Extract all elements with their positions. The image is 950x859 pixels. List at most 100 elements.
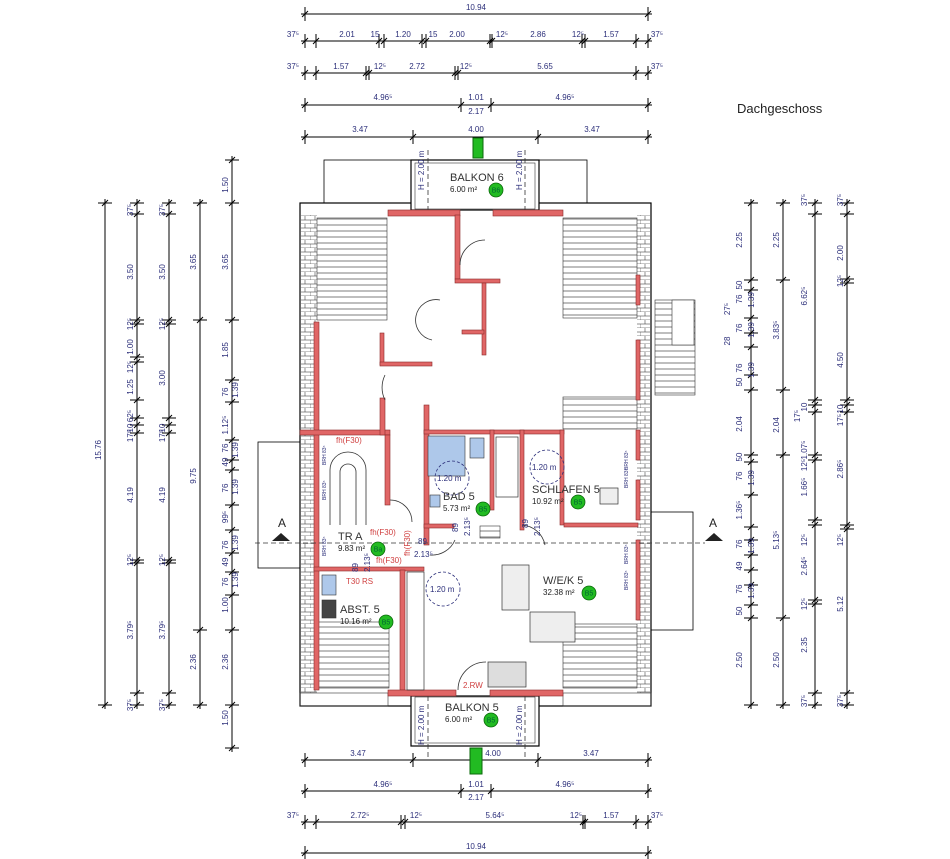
sill-height-labels: BRH 83⁵ BRH 83⁵ BRH 83⁵ BRH 83⁵ BRH 83⁵ … — [322, 445, 630, 590]
room-area: 10.16 m² — [340, 617, 372, 626]
dimension-label: 2.72⁵ — [351, 811, 370, 820]
dimension-label: 37⁵ — [800, 695, 809, 707]
dimension-label: 4.96⁵ — [374, 93, 393, 102]
toilet-icon — [469, 437, 485, 459]
dimension-label: 12⁵ — [158, 318, 167, 330]
room-code-badge — [488, 182, 504, 198]
dimension-label: 10 — [126, 423, 135, 432]
dimension-label: 1.01 — [468, 780, 484, 789]
window-label: 2.RW — [463, 681, 483, 690]
dimension-label: 1.00 — [221, 597, 230, 613]
dimension-label: 76 — [735, 323, 744, 332]
room-area: 6.00 m² — [445, 715, 472, 724]
dimension-label: 10.94 — [466, 3, 487, 12]
dimension-label: 37⁵ — [287, 62, 299, 71]
dimension-label: 49 — [221, 457, 230, 466]
turning-circle-label: 1.20 m — [437, 474, 462, 483]
room-area: 5.73 m² — [443, 504, 470, 513]
dimension-label: 2.04 — [735, 416, 744, 432]
dimension-label: 12⁵ — [800, 534, 809, 546]
eave — [562, 692, 652, 707]
svg-text:BRH 83⁵: BRH 83⁵ — [624, 468, 630, 488]
dimension-label: 2.50 — [772, 652, 781, 668]
dimension-chain: 3.659.752.36 — [189, 199, 207, 709]
room-code: B5 — [574, 500, 583, 507]
room-name: BALKON 5 — [445, 702, 499, 714]
dimension-label: 2.25 — [735, 232, 744, 248]
dimension-chain: 37⁵3.5012⁵1.0012⁵1.2562⁵1017⁵4.1912⁵3.79… — [126, 199, 144, 711]
dimension-label: 2.50 — [735, 652, 744, 668]
dimension-label: 2.86⁵ — [836, 460, 845, 479]
dimension-label: 4.19 — [126, 487, 135, 503]
fire-labels: fh(F30) fh(F30) fh(F30) fh(F30) T30 RS 2… — [336, 436, 483, 690]
staircase-icon — [329, 451, 367, 525]
dimension-label: 1.85 — [221, 342, 230, 358]
dimension-label: 76 — [735, 471, 744, 480]
room-name: ABST. 5 — [340, 604, 380, 616]
dimension-label: 12⁵ — [836, 275, 845, 287]
dimension-label: 3.47 — [583, 749, 599, 758]
dimension-label: 1.39 — [747, 292, 756, 308]
svg-text:H = 2.00 m: H = 2.00 m — [417, 705, 426, 745]
dimension-label: 3.50 — [126, 264, 135, 280]
roof-hatch — [316, 621, 390, 689]
dimension-label: 1.39 — [747, 538, 756, 554]
dimension-label: 1.36⁵ — [735, 501, 744, 520]
room-code: B5 — [479, 507, 488, 514]
dining-table-icon — [487, 661, 527, 688]
dimension-label: 12⁵ — [570, 811, 582, 820]
dimension-label: 76 — [221, 577, 230, 586]
room-code-badge — [378, 614, 394, 630]
walls — [299, 209, 641, 697]
dimension-label: 3.50 — [158, 264, 167, 280]
dimension-label: 4.50 — [836, 352, 845, 368]
dimension-label: 12⁵ — [126, 554, 135, 566]
dimension-label: 2.00 — [836, 245, 845, 261]
dimension-label: 1.39 — [231, 382, 240, 398]
dimension-label: 37⁵ — [836, 695, 845, 707]
dimension-label: 50 — [735, 377, 744, 386]
fire-door-label: T30 RS — [346, 577, 373, 586]
svg-text:BRH 83⁵: BRH 83⁵ — [322, 480, 328, 500]
room-code-badge — [570, 494, 586, 510]
room-code: B6 — [492, 188, 501, 195]
balcony-6 — [410, 137, 540, 211]
dimension-label: 12⁵ — [410, 811, 422, 820]
dimension-label: 37⁵ — [651, 62, 663, 71]
dimension-label: 17⁵ — [836, 414, 845, 426]
dimension-label: 50 — [735, 280, 744, 289]
dimension-label: 1.39 — [231, 479, 240, 495]
dimension-label: 4.96⁵ — [556, 780, 575, 789]
balcony-height-labels: H = 2.00 m H = 2.00 m H = 2.00 m H = 2.0… — [417, 150, 524, 745]
shower-icon — [427, 435, 466, 477]
heater-icon — [321, 599, 337, 619]
dimension-label: 37⁵ — [836, 194, 845, 206]
turning-circle — [529, 449, 565, 485]
radiator-icon — [479, 525, 501, 539]
svg-text:H = 2.00 m: H = 2.00 m — [515, 150, 524, 190]
svg-text:2.13⁵: 2.13⁵ — [414, 550, 433, 559]
dimension-label: 76 — [221, 443, 230, 452]
dimension-label: 37⁵ — [287, 30, 299, 39]
room-code: Ba — [374, 547, 383, 554]
dimension-label: 1.50 — [221, 177, 230, 193]
dimension-label: 1.50 — [221, 710, 230, 726]
svg-text:H = 2.00 m: H = 2.00 m — [417, 150, 426, 190]
kitchen-counter-icon — [406, 571, 425, 691]
floor-title: Dachgeschoss — [737, 101, 823, 116]
roof-left-strip — [301, 215, 317, 693]
svg-text:89: 89 — [351, 563, 360, 572]
fire-door-label: fh(F30) — [376, 556, 402, 565]
room-code: B5 — [487, 718, 496, 725]
dimension-label: 1.39 — [747, 583, 756, 599]
dimension-label: 5.64⁵ — [486, 811, 505, 820]
desk-chair-icon — [599, 487, 619, 505]
